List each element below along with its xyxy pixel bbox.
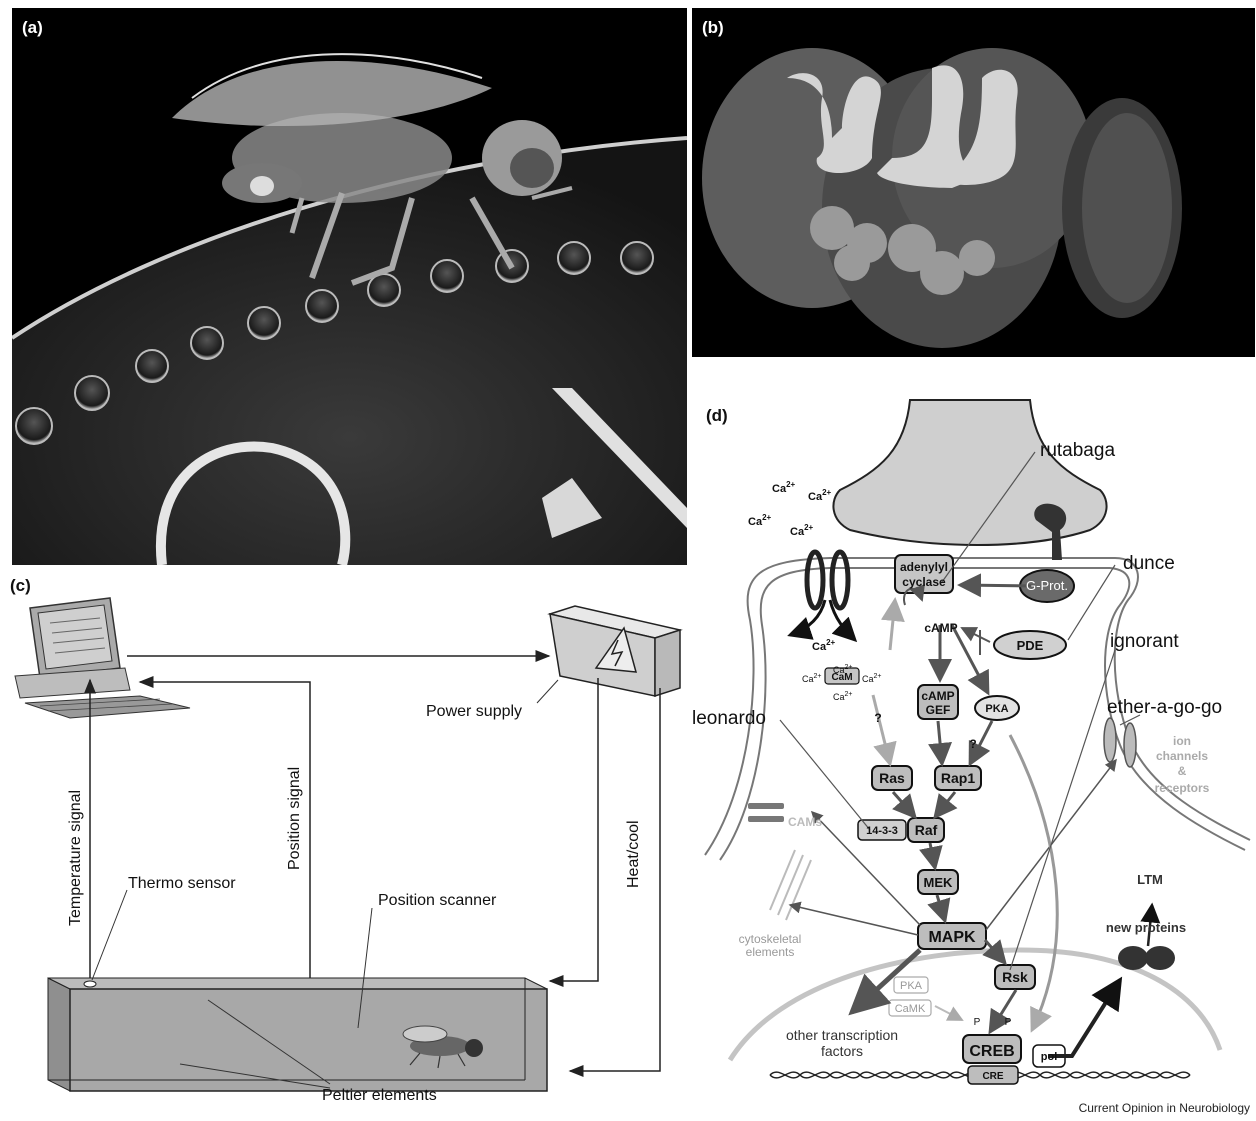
label-ca-1-sup: 2+ [786,480,795,489]
fly-photo-illustration [12,8,687,565]
label-ca-4: Ca [790,526,805,538]
label-position-scanner: Position scanner [378,892,497,909]
label-cams: CAMs [788,815,822,829]
label-ltm: LTM [1137,872,1163,887]
cytoskeletal-icon [770,850,811,920]
label-ca-8-sup: 2+ [874,673,882,680]
label-question-2: ? [969,737,976,751]
cams-icon [748,803,784,822]
svg-text:Ca2+: Ca2+ [772,480,796,495]
label-pol: pol [1041,1051,1058,1063]
label-ion-4: receptors [1155,781,1210,795]
computer-icon [15,598,190,718]
label-rap1: Rap1 [941,770,975,786]
svg-text:Ca2+: Ca2+ [808,488,832,503]
label-ether-a-go-go: ether-a-go-go [1107,697,1222,718]
photo-fly-brain: (b) [692,8,1255,357]
label-cre: CRE [982,1071,1003,1082]
label-new-proteins: new proteins [1106,920,1186,935]
label-pka-small: PKA [900,980,923,992]
label-ca-8: Ca [862,674,874,684]
label-14-3-3: 14-3-3 [866,825,898,837]
calcium-channel-icon [807,552,848,608]
label-ion-2: channels [1156,749,1208,763]
label-p-2: P [1005,1017,1012,1028]
svg-text:Ca2+: Ca2+ [802,673,822,684]
brain-illustration [692,8,1255,357]
label-ignorant: ignorant [1110,631,1179,652]
svg-text:Ca2+: Ca2+ [862,673,882,684]
label-power-supply: Power supply [426,703,522,720]
label-ca-6-sup: 2+ [845,664,853,671]
svg-text:Ca2+: Ca2+ [748,513,772,528]
label-pde: PDE [1017,638,1044,653]
peltier-trough [48,978,547,1091]
new-proteins-icon [1118,946,1175,970]
label-temperature-signal: Temperature signal [67,790,84,926]
label-p-1: P [974,1017,981,1028]
label-mapk: MAPK [928,929,976,946]
label-cytoskeletal-1: cytoskeletal [739,932,802,946]
label-ca-3: Ca [748,516,763,528]
label-question-1: ? [874,711,881,725]
panel-label-a: (a) [22,18,43,38]
panel-c-apparatus: Power supply Position signal Heat/cool T… [0,568,690,1121]
label-ca-1: Ca [772,483,787,495]
label-camk: CaMK [895,1003,926,1015]
label-pka: PKA [985,703,1008,715]
label-ion-1: ion [1173,734,1191,748]
label-ca-5-sup: 2+ [826,638,835,647]
label-position-signal: Position signal [286,767,303,870]
label-rutabaga: rutabaga [1040,440,1115,461]
label-creb: CREB [969,1043,1014,1060]
panel-label-d: (d) [706,406,728,426]
svg-text:Ca2+: Ca2+ [812,638,836,653]
label-heat-cool: Heat/cool [625,820,642,888]
label-camp: cAMP [924,621,957,635]
panel-label-c: (c) [10,576,31,596]
label-dunce: dunce [1123,553,1175,574]
label-peltier-elements: Peltier elements [322,1087,437,1104]
label-ca-3-sup: 2+ [762,513,771,522]
label-ca-2: Ca [808,491,823,503]
label-raf: Raf [915,822,938,838]
panel-d-pathway: rutabaga dunce ignorant leonardo ether-a… [690,360,1256,1121]
label-ca-4-sup: 2+ [804,523,813,532]
label-ca-7-sup: 2+ [814,673,822,680]
label-ca-5: Ca [812,641,827,653]
power-supply-icon [550,606,680,696]
photo-fly-on-coin: (a) [12,8,687,565]
label-rsk: Rsk [1002,969,1028,985]
label-ca-2-sup: 2+ [822,488,831,497]
label-adenylyl-2: cyclase [902,575,946,589]
label-ca-9: Ca [833,692,845,702]
credit-text: Current Opinion in Neurobiology [1079,1101,1250,1115]
label-leonardo: leonardo [692,708,766,729]
label-ras: Ras [879,770,905,786]
label-thermo-sensor: Thermo sensor [128,875,236,892]
label-other-tf-2: factors [821,1043,863,1059]
label-ca-9-sup: 2+ [845,691,853,698]
label-ca-7: Ca [802,674,814,684]
label-mek: MEK [924,875,954,890]
label-camp-gef-1: cAMP [921,689,954,703]
panel-label-b: (b) [702,18,724,38]
presynaptic-terminal [833,400,1106,545]
label-cam: CaM [831,672,852,683]
label-g-prot: G-Prot. [1026,578,1068,593]
label-cytoskeletal-2: elements [746,945,795,959]
label-adenylyl-1: adenylyl [900,560,948,574]
label-camp-gef-2: GEF [926,703,951,717]
svg-text:Ca2+: Ca2+ [790,523,814,538]
label-ion-3: & [1178,764,1187,778]
label-other-tf-1: other transcription [786,1027,898,1043]
svg-text:Ca2+: Ca2+ [833,691,853,702]
